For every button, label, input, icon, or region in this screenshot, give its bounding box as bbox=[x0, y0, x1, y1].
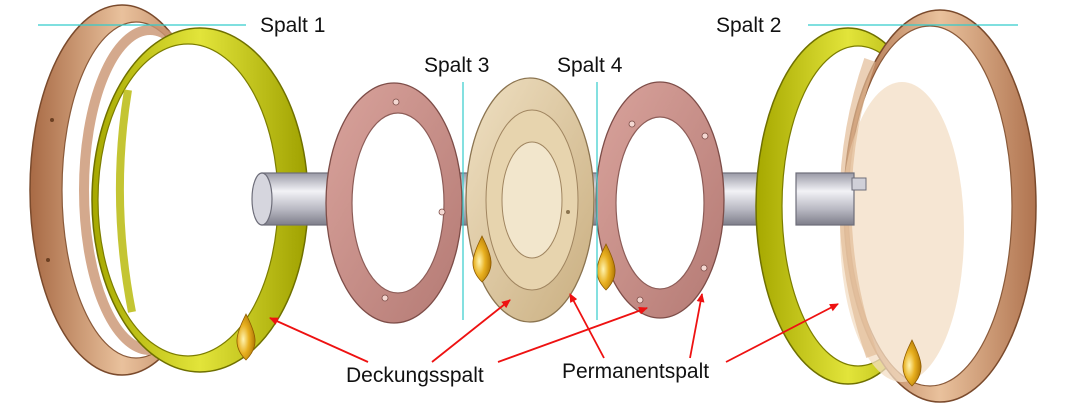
right-bronze-ring bbox=[839, 9, 1037, 403]
shaft-keyway bbox=[851, 177, 867, 191]
shaft-end bbox=[795, 172, 855, 226]
label-spalt-1: Spalt 1 bbox=[260, 14, 325, 37]
center-thrust-disc bbox=[465, 77, 595, 323]
oil-drop-icon bbox=[902, 339, 922, 387]
left-yellow-ring bbox=[91, 27, 309, 373]
label-permanentspalt: Permanentspalt bbox=[562, 360, 709, 383]
label-spalt-4: Spalt 4 bbox=[557, 54, 623, 77]
label-deckungsspalt: Deckungsspalt bbox=[346, 364, 484, 387]
deckungsspalt-arrows bbox=[269, 299, 648, 363]
right-copper-disc bbox=[595, 81, 725, 319]
oil-drop-icon bbox=[472, 235, 492, 283]
left-copper-disc bbox=[325, 82, 463, 324]
label-spalt-3: Spalt 3 bbox=[424, 54, 489, 77]
label-spalt-2: Spalt 2 bbox=[716, 14, 781, 37]
oil-drop-icon bbox=[596, 243, 616, 291]
oil-drop-icon bbox=[236, 313, 256, 361]
permanentspalt-arrows bbox=[569, 293, 839, 363]
